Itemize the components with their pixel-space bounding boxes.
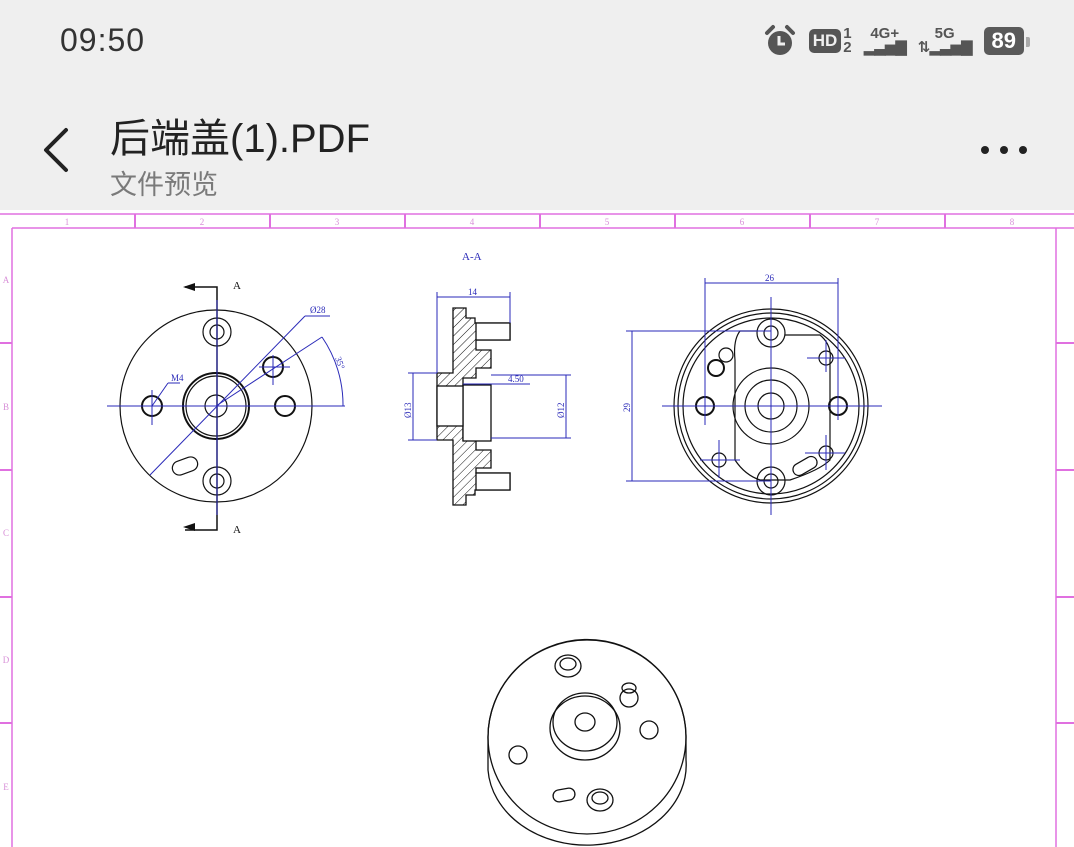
col-label: 6 <box>740 217 745 227</box>
dim-thread-m4: M4 <box>171 373 184 383</box>
col-label: 1 <box>65 217 70 227</box>
rear-view: 26 29 <box>622 273 882 515</box>
net2-label: 5G <box>934 25 955 42</box>
row-label: B <box>3 402 9 412</box>
battery-icon: 89 <box>983 27 1031 55</box>
front-view: Ø28 35° M4 A A <box>107 280 347 536</box>
signal-4g-plus-icon: 4G+▂▃▅▇ <box>863 25 907 56</box>
dim-width-14: 14 <box>468 287 478 297</box>
col-label: 7 <box>875 217 880 227</box>
dim-height-29: 29 <box>622 403 632 413</box>
drawing-frame <box>0 213 1074 847</box>
document-subtitle: 文件预览 <box>110 170 218 200</box>
back-button[interactable] <box>38 125 78 175</box>
sim1: 1 <box>843 25 852 42</box>
section-marker-bottom: A <box>233 524 241 536</box>
status-time: 09:50 <box>60 22 146 58</box>
dim-depth-4-50: 4.50 <box>508 374 524 384</box>
col-label: 4 <box>470 217 475 227</box>
sim2: 2 <box>843 39 852 56</box>
dim-width-26: 26 <box>765 273 775 283</box>
dim-diameter-12: Ø12 <box>556 403 566 419</box>
section-title: A-A <box>462 251 482 263</box>
col-label: 5 <box>605 217 610 227</box>
isometric-view <box>487 638 687 846</box>
net1-label: 4G+ <box>870 25 900 42</box>
more-options-button[interactable] <box>975 135 1035 165</box>
row-label: D <box>3 655 10 665</box>
col-label: 8 <box>1010 217 1015 227</box>
section-view: A-A 14 Ø13 Ø12 4.50 <box>403 251 571 506</box>
dim-diameter-28: Ø28 <box>310 305 326 315</box>
col-label: 2 <box>200 217 205 227</box>
dim-angle-35: 35° <box>333 355 347 371</box>
row-label: A <box>3 275 10 285</box>
section-marker-top: A <box>233 280 241 292</box>
alarm-icon <box>764 25 795 55</box>
col-label: 3 <box>335 217 340 227</box>
row-label: E <box>3 782 9 792</box>
frame-labels: 1 2 3 4 5 6 7 8 A B C D E <box>3 217 1015 792</box>
hd-label: HD <box>808 29 842 53</box>
dim-diameter-13: Ø13 <box>403 402 413 418</box>
document-title: 后端盖(1).PDF <box>110 117 370 161</box>
row-label: C <box>3 528 9 538</box>
signal-5g-icon: 5G⇅▂▃▅▇ <box>917 25 973 56</box>
pdf-page[interactable]: 1 2 3 4 5 6 7 8 A B C D E <box>0 210 1074 847</box>
